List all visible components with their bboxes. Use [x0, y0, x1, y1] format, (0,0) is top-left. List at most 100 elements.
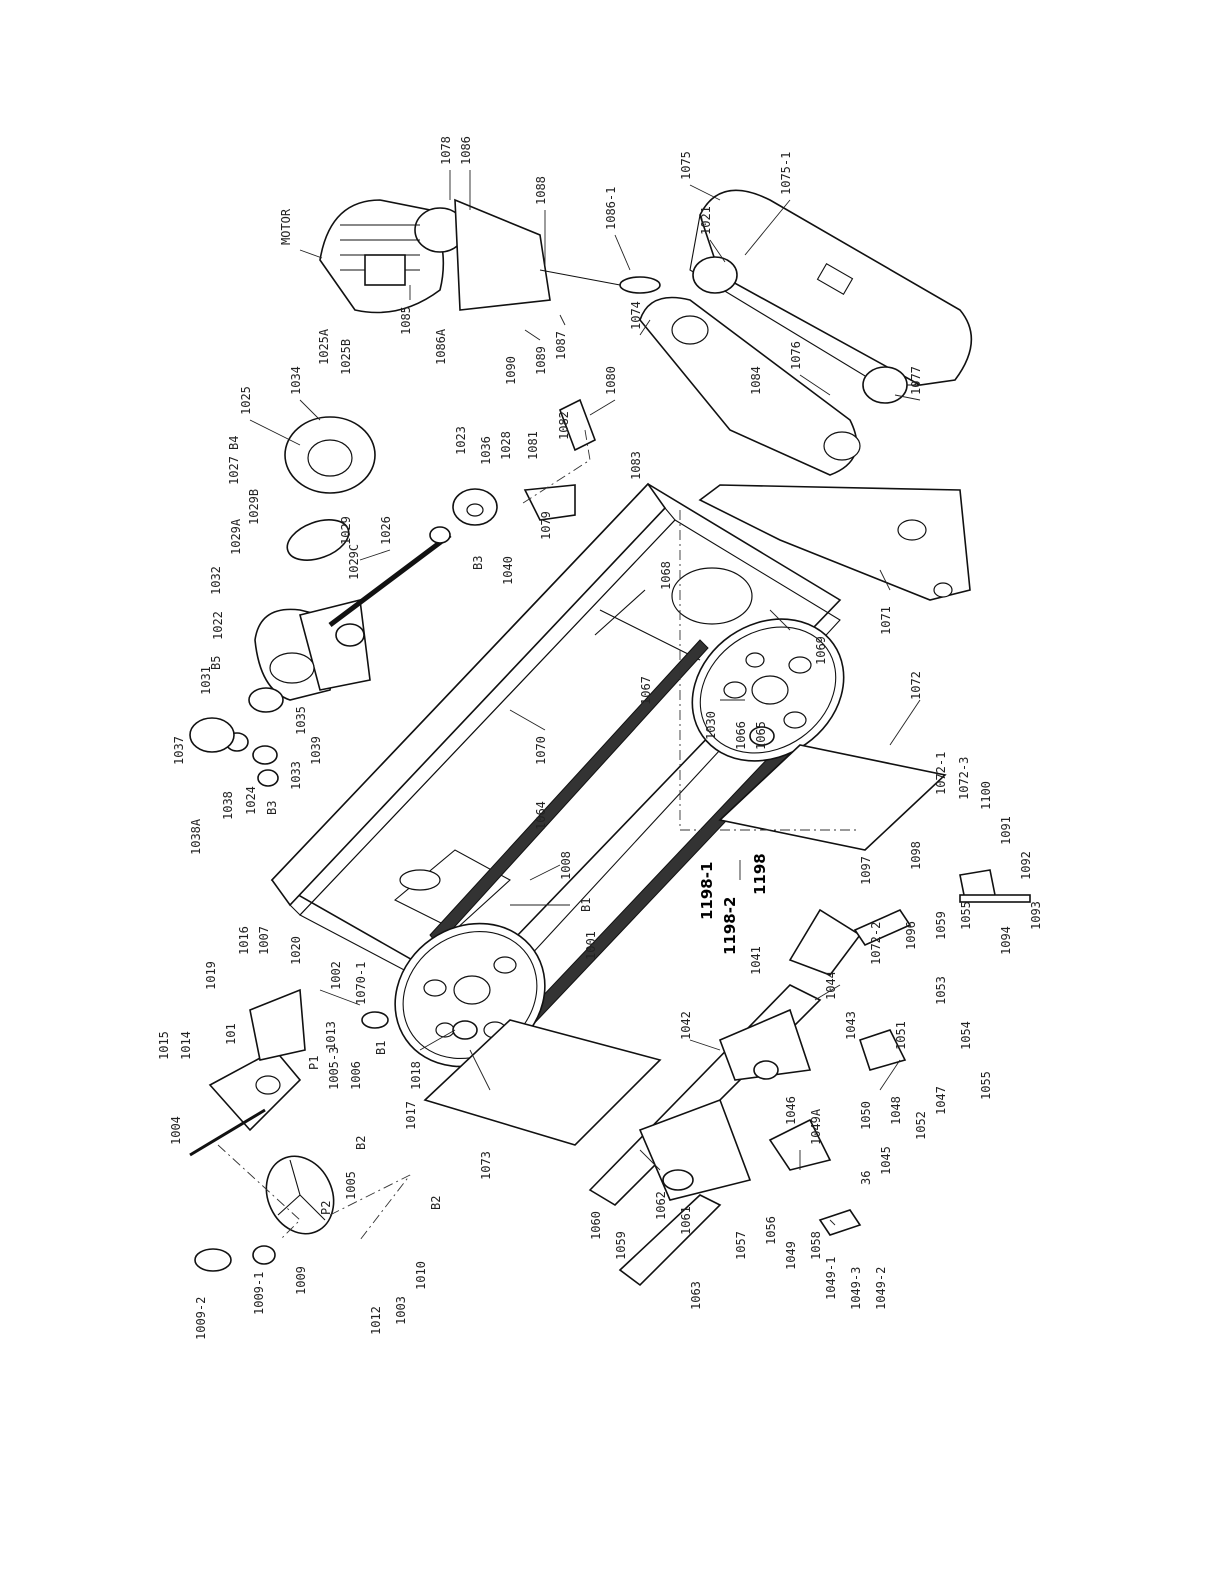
- part-label-p1081: 1081: [526, 431, 540, 460]
- bar-1093: [959, 894, 1031, 903]
- worm-shaft-1026: [328, 533, 452, 627]
- part-label-p1076: 1076: [789, 341, 803, 370]
- assembly-line-4: [519, 429, 591, 506]
- part-label-p1005_3: 1005-3: [327, 1047, 341, 1090]
- part-label-p1042: 1042: [679, 1011, 693, 1040]
- part-label-p1061: 1061: [679, 1206, 693, 1235]
- part-label-p1098: 1098: [909, 841, 923, 870]
- part-label-p1049_2: 1049-2: [874, 1267, 888, 1310]
- part-label-p1003: 1003: [394, 1296, 408, 1325]
- ring-1033: [257, 769, 279, 787]
- part-label-p1024: 1024: [244, 786, 258, 815]
- pulley-1021: [692, 256, 738, 294]
- part-label-p1041: 1041: [749, 946, 763, 975]
- part-label-p1066: 1066: [734, 721, 748, 750]
- motor: [319, 198, 661, 314]
- part-label-p1055a: 1055: [959, 901, 973, 930]
- part-label-p1046: 1046: [784, 1096, 798, 1125]
- part-label-p1029C: 1029C: [347, 544, 361, 580]
- part-label-p1036: 1036: [479, 436, 493, 465]
- bar-1063: [618, 1194, 722, 1287]
- part-label-p1090: 1090: [504, 356, 518, 385]
- part-label-p1062: 1062: [654, 1191, 668, 1220]
- part-label-p1038A: 1038A: [189, 818, 203, 855]
- part-label-p1049_3: 1049-3: [849, 1267, 863, 1310]
- part-label-p1072_2: 1072-2: [869, 922, 883, 965]
- part-label-p1075_1: 1075-1: [779, 152, 793, 195]
- part-label-p1044: 1044: [824, 971, 838, 1000]
- leg-1071: [698, 484, 971, 601]
- knob-1009-2: [194, 1248, 232, 1272]
- part-label-p1069: 1069: [814, 636, 828, 665]
- part-label-p1053: 1053: [934, 976, 948, 1005]
- assembly-line-2: [217, 1144, 301, 1241]
- part-label-p1030: 1030: [704, 711, 718, 740]
- pulley-1077: [862, 366, 908, 404]
- part-label-p1079: 1079: [539, 511, 553, 540]
- part-label-p1045: 1045: [879, 1146, 893, 1175]
- part-label-pP1: P1: [307, 1056, 321, 1070]
- part-label-p1198_2: 1198-2: [721, 897, 739, 955]
- part-label-p1058: 1058: [809, 1231, 823, 1260]
- gear-1027: [286, 519, 350, 561]
- part-label-p1002: 1002: [329, 961, 343, 990]
- part-label-p1026: 1026: [379, 516, 393, 545]
- part-label-p1050: 1050: [859, 1101, 873, 1130]
- part-label-p1198: 1198: [751, 853, 769, 895]
- carriage-1001: [189, 988, 306, 1157]
- part-label-p1009: 1009: [294, 1266, 308, 1295]
- part-label-p1065: 1065: [754, 721, 768, 750]
- part-label-p1198_1: 1198-1: [698, 862, 716, 920]
- part-label-p1018: 1018: [409, 1061, 423, 1090]
- part-label-pB1b: B1: [374, 1041, 388, 1055]
- part-label-p1025A: 1025A: [317, 328, 331, 365]
- feed-arm-assembly: [588, 984, 907, 1207]
- guard-plate-1074: [639, 296, 861, 476]
- knob-1009-1: [252, 1245, 276, 1265]
- part-label-p1009_2: 1009-2: [194, 1297, 208, 1340]
- part-label-p1014: 1014: [179, 1031, 193, 1060]
- bracket-1079: [523, 484, 576, 521]
- part-label-p1052: 1052: [914, 1111, 928, 1140]
- part-label-pB5: B5: [209, 656, 223, 670]
- assembly-line-1: [679, 510, 860, 831]
- part-label-p1070_1: 1070-1: [354, 962, 368, 1005]
- part-label-p1033: 1033: [289, 761, 303, 790]
- part-label-p1063: 1063: [689, 1281, 703, 1310]
- part-label-p1082: 1082: [557, 411, 571, 440]
- part-label-pP2: P2: [319, 1201, 333, 1215]
- part-label-p1094: 1094: [999, 926, 1013, 955]
- part-label-p1096: 1096: [904, 921, 918, 950]
- part-label-p1028: 1028: [499, 431, 513, 460]
- part-label-p1006: 1006: [349, 1061, 363, 1090]
- part-label-p1022: 1022: [211, 611, 225, 640]
- part-label-p1031: 1031: [199, 666, 213, 695]
- part-label-p1051: 1051: [894, 1021, 908, 1050]
- part-label-p1092: 1092: [1019, 851, 1033, 880]
- part-label-p1032: 1032: [209, 566, 223, 595]
- part-label-pB2b: B2: [429, 1196, 443, 1210]
- ring-1039: [252, 745, 278, 765]
- part-label-p1075: 1075: [679, 151, 693, 180]
- part-label-p1091: 1091: [999, 816, 1013, 845]
- part-label-p1072_3: 1072-3: [957, 757, 971, 800]
- part-label-p1012: 1012: [369, 1306, 383, 1335]
- guide-1072-2: [853, 908, 912, 947]
- part-label-p1088: 1088: [534, 176, 548, 205]
- ring-1035: [248, 687, 284, 713]
- part-label-p1035: 1035: [294, 706, 308, 735]
- part-label-p1019: 1019: [204, 961, 218, 990]
- part-label-p1071: 1071: [879, 606, 893, 635]
- part-label-p1010: 1010: [414, 1261, 428, 1290]
- part-label-p1074: 1074: [629, 301, 643, 330]
- part-label-p1059b: 1059: [614, 1231, 628, 1260]
- part-label-p1059a: 1059: [934, 911, 948, 940]
- part-label-p1067: 1067: [639, 676, 653, 705]
- part-label-p1078: 1078: [439, 136, 453, 165]
- leader-lines: [249, 170, 1010, 1226]
- part-label-p1083: 1083: [629, 451, 643, 480]
- part-label-p1039: 1039: [309, 736, 323, 765]
- part-label-p1060: 1060: [589, 1211, 603, 1240]
- part-label-p1086A: 1086A: [434, 328, 448, 365]
